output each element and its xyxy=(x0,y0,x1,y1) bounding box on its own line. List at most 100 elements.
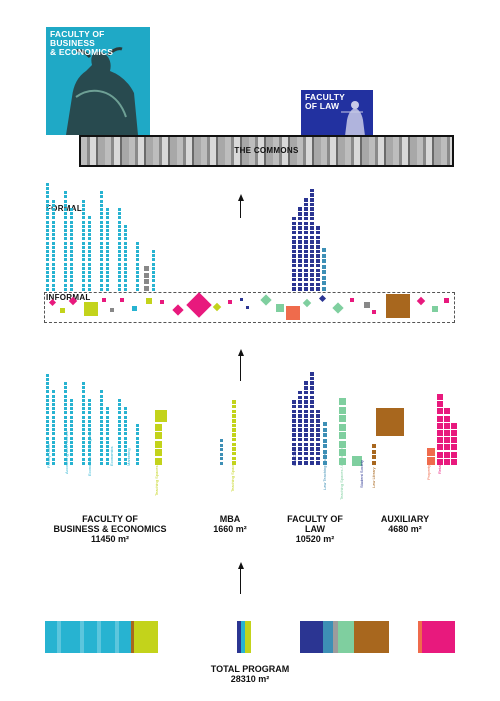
bar-segment xyxy=(251,621,300,653)
program-square xyxy=(136,428,139,432)
program-square xyxy=(70,275,73,279)
program-square xyxy=(82,287,85,291)
program-square xyxy=(70,241,73,245)
program-square xyxy=(144,266,149,271)
program-square xyxy=(292,409,296,414)
program-square xyxy=(304,202,308,207)
program-square xyxy=(100,212,103,216)
program-square xyxy=(52,390,55,394)
program-square xyxy=(444,437,450,444)
bar-segment xyxy=(418,621,422,653)
program-square xyxy=(70,419,73,423)
program-square xyxy=(322,286,326,291)
bar-label: Law Teaching Spaces xyxy=(322,451,327,490)
program-square xyxy=(106,258,109,262)
program-square xyxy=(118,208,121,211)
program-square xyxy=(155,449,162,456)
program-square xyxy=(298,442,302,446)
program-square xyxy=(304,423,308,428)
program-square xyxy=(82,386,85,390)
program-square xyxy=(118,457,121,461)
program-square xyxy=(106,233,109,237)
bar-segment xyxy=(299,621,323,653)
program-square xyxy=(64,411,67,415)
program-square xyxy=(46,229,49,232)
program-square xyxy=(82,199,85,203)
program-square xyxy=(451,444,457,451)
program-square xyxy=(100,283,103,287)
program-square xyxy=(124,461,127,465)
program-square xyxy=(82,254,85,258)
program-square xyxy=(304,198,308,202)
program-square xyxy=(310,442,314,446)
program-square xyxy=(106,237,109,241)
program-square xyxy=(100,415,103,419)
bar-segment xyxy=(388,621,419,653)
program-square xyxy=(304,282,308,287)
program-square xyxy=(298,404,302,409)
program-square xyxy=(316,428,320,432)
program-square xyxy=(46,428,49,432)
program-square xyxy=(292,433,296,437)
program-square xyxy=(64,191,67,195)
program-square xyxy=(124,424,127,427)
program-square xyxy=(322,248,326,252)
program-square xyxy=(316,287,320,291)
program-square xyxy=(52,216,55,220)
program-square xyxy=(124,287,127,291)
program-square xyxy=(444,422,450,429)
program-square xyxy=(372,455,376,459)
program-square xyxy=(124,275,127,279)
program-square xyxy=(240,298,243,301)
bar-label: Law Library xyxy=(371,467,376,488)
program-square xyxy=(310,437,314,442)
program-square xyxy=(64,279,67,283)
program-square xyxy=(316,447,320,451)
program-square xyxy=(152,266,155,270)
program-square xyxy=(451,430,457,436)
program-square xyxy=(82,212,85,216)
program-square xyxy=(118,212,121,216)
program-square xyxy=(70,220,73,224)
program-square xyxy=(70,233,73,237)
program-square xyxy=(292,461,296,465)
program-square xyxy=(136,449,139,453)
program-square xyxy=(304,212,308,216)
program-square xyxy=(82,262,85,266)
program-square xyxy=(46,266,49,270)
program-square xyxy=(82,449,85,453)
bar-segment xyxy=(45,621,57,653)
group-law: FACULTY OF LAW 10520 m² xyxy=(280,514,350,544)
program-square xyxy=(64,216,67,220)
program-square xyxy=(88,283,91,287)
program-square xyxy=(46,377,49,381)
program-square xyxy=(82,436,85,440)
program-square xyxy=(136,250,139,253)
bar-segment xyxy=(56,621,61,653)
program-square xyxy=(88,216,91,220)
program-square xyxy=(124,283,127,287)
program-square xyxy=(323,455,327,459)
program-square xyxy=(298,400,302,404)
program-square xyxy=(106,212,109,216)
program-square xyxy=(52,271,55,274)
program-square xyxy=(292,400,296,404)
program-square xyxy=(64,432,67,436)
program-square xyxy=(437,458,443,465)
program-square xyxy=(322,270,326,274)
program-square xyxy=(339,423,346,431)
program-square xyxy=(292,235,296,240)
program-square xyxy=(136,266,139,270)
program-square xyxy=(100,229,103,232)
program-square xyxy=(88,440,91,444)
program-square xyxy=(46,390,49,394)
bar-label: Economics xyxy=(109,446,114,466)
program-square xyxy=(310,400,314,404)
program-square xyxy=(118,266,121,270)
program-square xyxy=(124,436,127,440)
program-square xyxy=(451,422,457,429)
bull-statue-icon xyxy=(66,47,138,135)
program-square xyxy=(292,240,296,244)
program-square xyxy=(298,254,302,258)
group-name: AUXILIARY xyxy=(380,514,430,524)
